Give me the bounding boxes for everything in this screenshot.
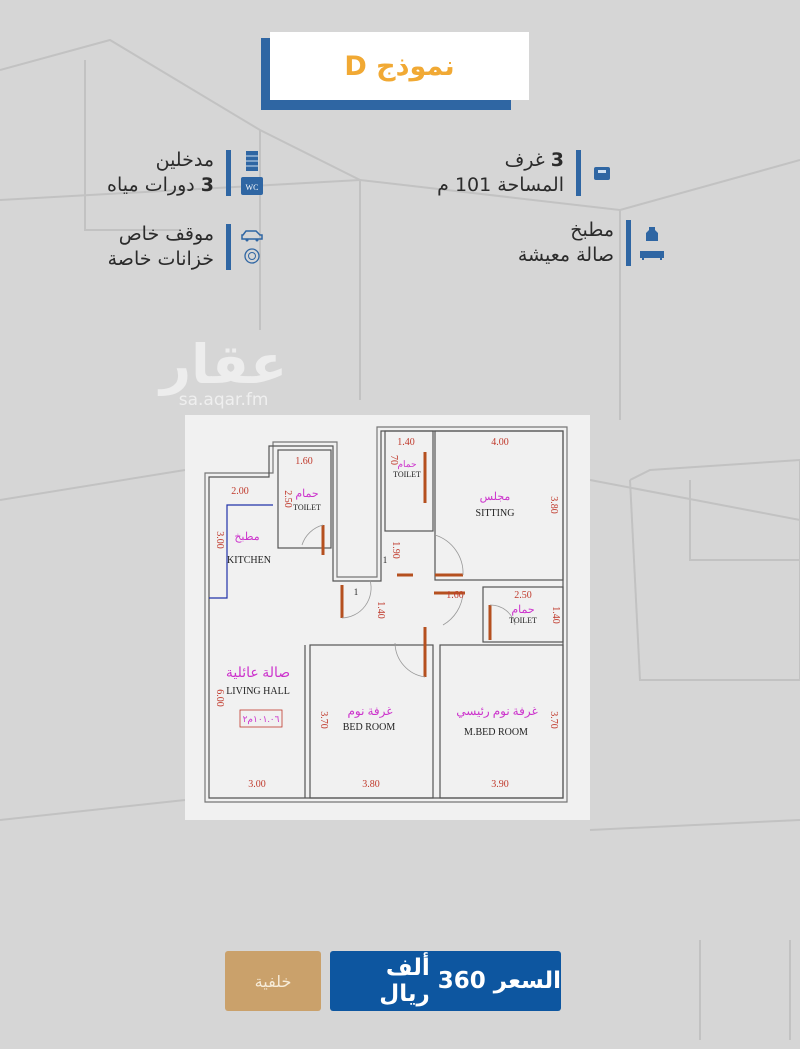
label-sitting-ar: مجلس — [480, 491, 511, 503]
parking-label: موقف خاص — [118, 223, 214, 245]
kitchen-label: مطبخ — [570, 219, 614, 241]
dim-corridor-width: 1.60 — [446, 590, 464, 601]
divider — [226, 150, 231, 196]
tank-icon — [244, 248, 260, 264]
dim-bedroom-width: 3.80 — [362, 779, 380, 790]
dim-living-width: 3.00 — [248, 779, 266, 790]
label-toilet-left-ar: حمام — [295, 488, 318, 500]
label-bedroom-ar: غرفة نوم — [347, 704, 392, 718]
area-label: المساحة 101 م — [437, 174, 564, 196]
dim-corridor-2: 1.40 — [375, 601, 386, 619]
rooms-label: غرف — [504, 149, 545, 171]
kitchen-icon — [646, 227, 658, 241]
divider — [576, 150, 581, 196]
price-value: 360 — [437, 968, 486, 994]
living-label: صالة معيشة — [517, 244, 614, 266]
wall-toilet-left — [277, 449, 332, 549]
dim-toilet-top-width: 1.40 — [397, 437, 415, 448]
door-number: 1 — [383, 555, 388, 565]
wc-icon: WC — [241, 177, 263, 195]
label-kitchen: KITCHEN — [227, 555, 271, 566]
price-button[interactable]: السعر 360 ألف ريال — [330, 951, 561, 1011]
watermark-logo: عقار sa.aqar.fm — [160, 333, 288, 411]
label-toilet-right: TOILET — [509, 616, 537, 625]
bathrooms-label: دورات مياه — [107, 174, 195, 196]
dim-bedroom-height: 3.70 — [318, 711, 329, 729]
rooms-count: 3 — [550, 149, 564, 171]
feature-entrances-bathrooms: WC مدخلين 3 دورات مياه — [107, 148, 265, 198]
floor-plan: 1.60 2.50 2.00 3.00 1.40 70 4.00 3.80 1.… — [185, 415, 590, 820]
page-title: نموذج D — [270, 32, 529, 100]
bathrooms-count: 3 — [200, 174, 214, 196]
label-kitchen-ar: مطبخ — [234, 531, 259, 543]
feature-rooms-area: 3 غرف المساحة 101 م — [437, 148, 615, 198]
dim-toilet-right-width: 2.50 — [514, 590, 532, 601]
label-toilet-left: TOILET — [293, 503, 321, 512]
dim-sitting-height: 3.80 — [548, 496, 559, 514]
dim-toilet-right-height: 1.40 — [550, 606, 561, 624]
divider — [226, 224, 231, 270]
door-icon — [246, 151, 258, 171]
dim-master-bedroom-height: 3.70 — [548, 711, 559, 729]
dim-toilet-left-width: 1.60 — [295, 456, 313, 467]
bed-icon — [594, 167, 610, 180]
feature-parking-tanks: موقف خاص خزانات خاصة — [108, 222, 265, 272]
dim-corridor-1: 1.90 — [390, 541, 401, 559]
tanks-label: خزانات خاصة — [107, 248, 214, 270]
dim-master-bedroom-width: 3.90 — [491, 779, 509, 790]
label-living-ar: صالة عائلية — [226, 666, 290, 681]
price-suffix: ألف ريال — [379, 955, 430, 1007]
watermark-url: sa.aqar.fm — [178, 390, 269, 410]
label-toilet-top: TOILET — [393, 470, 421, 479]
entrances-label: مدخلين — [155, 149, 214, 171]
car-icon — [241, 230, 263, 242]
feature-kitchen-living: مطبخ صالة معيشة — [518, 218, 665, 268]
divider — [626, 220, 631, 266]
dim-toilet-top-height: 70 — [388, 455, 399, 465]
label-master-bedroom-ar: غرفة نوم رئيسي — [456, 704, 538, 718]
label-sitting: SITTING — [476, 508, 515, 519]
dim-toilet-left-height: 2.50 — [282, 490, 293, 508]
dim-kitchen-width: 2.00 — [231, 486, 249, 497]
label-toilet-top-ar: حمام — [397, 459, 416, 470]
sofa-icon — [640, 251, 664, 260]
svg-text:WC: WC — [246, 183, 259, 192]
price-prefix: السعر — [493, 968, 561, 994]
label-living: LIVING HALL — [226, 686, 290, 697]
label-toilet-right-ar: حمام — [511, 604, 534, 616]
dim-sitting-width: 4.00 — [491, 437, 509, 448]
dim-living-height: 6.00 — [214, 689, 225, 707]
dim-kitchen-height: 3.00 — [214, 531, 225, 549]
label-bedroom: BED ROOM — [343, 722, 396, 733]
area-tag: ١٠١.٠٦م٢ — [243, 714, 280, 725]
background-button[interactable]: خلفية — [225, 951, 321, 1011]
watermark-text: عقار — [160, 333, 288, 396]
area-tag-box — [239, 709, 283, 728]
door-number: 1 — [354, 587, 359, 597]
label-master-bedroom: M.BED ROOM — [464, 727, 528, 738]
